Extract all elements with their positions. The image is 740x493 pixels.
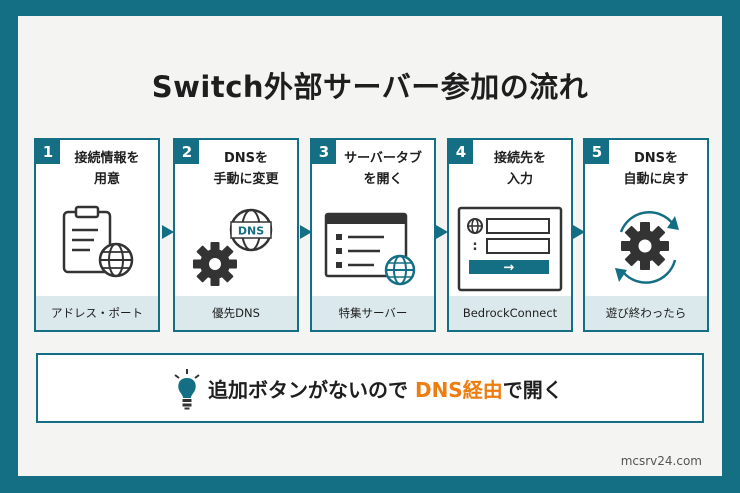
clipboard-globe-icon [62,205,134,278]
step-title: DNSを自動に戻す [623,151,689,187]
step-card-4: 4 接続先を入力 : → BedrockConnect [447,138,573,332]
step-title: DNSを手動に変更 [213,151,279,187]
connection-form-icon: : → [457,206,563,292]
step-footer: 優先DNS [175,296,297,330]
site-credit: mcsrv24.com [620,454,702,468]
submit-arrow-mark: → [504,261,515,276]
step-number: 4 [449,140,473,164]
lightbulb-icon [174,369,200,410]
server-list-icon [324,212,416,286]
step-footer: 特集サーバー [312,296,434,330]
arrow-right-icon [300,225,312,239]
step-number: 2 [175,140,199,164]
step-footer: 遊び終わったら [585,296,707,330]
dns-badge-label: DNS [238,225,264,238]
step-number: 5 [585,140,609,164]
arrow-right-icon [436,225,448,239]
step-card-1: 1 接続情報を用意 アドレス・ポート [34,138,160,332]
step-number: 1 [36,140,60,164]
port-separator-mark: : [472,239,477,254]
step-card-2: 2 DNSを手動に変更 DNS 優先DNS [173,138,299,332]
step-title: 接続情報を用意 [74,151,140,187]
page-title: Switch外部サーバー参加の流れ [151,70,589,104]
dns-gear-icon: DNS [193,208,273,286]
step-number: 3 [312,140,336,164]
step-footer: BedrockConnect [449,296,571,330]
gear-refresh-icon [615,211,679,284]
step-card-3: 3 サーバータブを開く 特集サーバー [310,138,436,332]
banner-accent: DNS経由 [414,378,503,402]
step-card-5: 5 DNSを自動に戻す 遊び終わったら [583,138,709,332]
arrow-right-icon [162,225,174,239]
step-title: 接続先を入力 [493,151,546,187]
step-title: サーバータブを開く [344,151,422,187]
arrow-right-icon [573,225,585,239]
banner-message: 追加ボタンがないので DNS経由で開く [208,378,563,402]
step-footer: アドレス・ポート [36,296,158,330]
summary-banner: 追加ボタンがないので DNS経由で開く [36,353,704,423]
